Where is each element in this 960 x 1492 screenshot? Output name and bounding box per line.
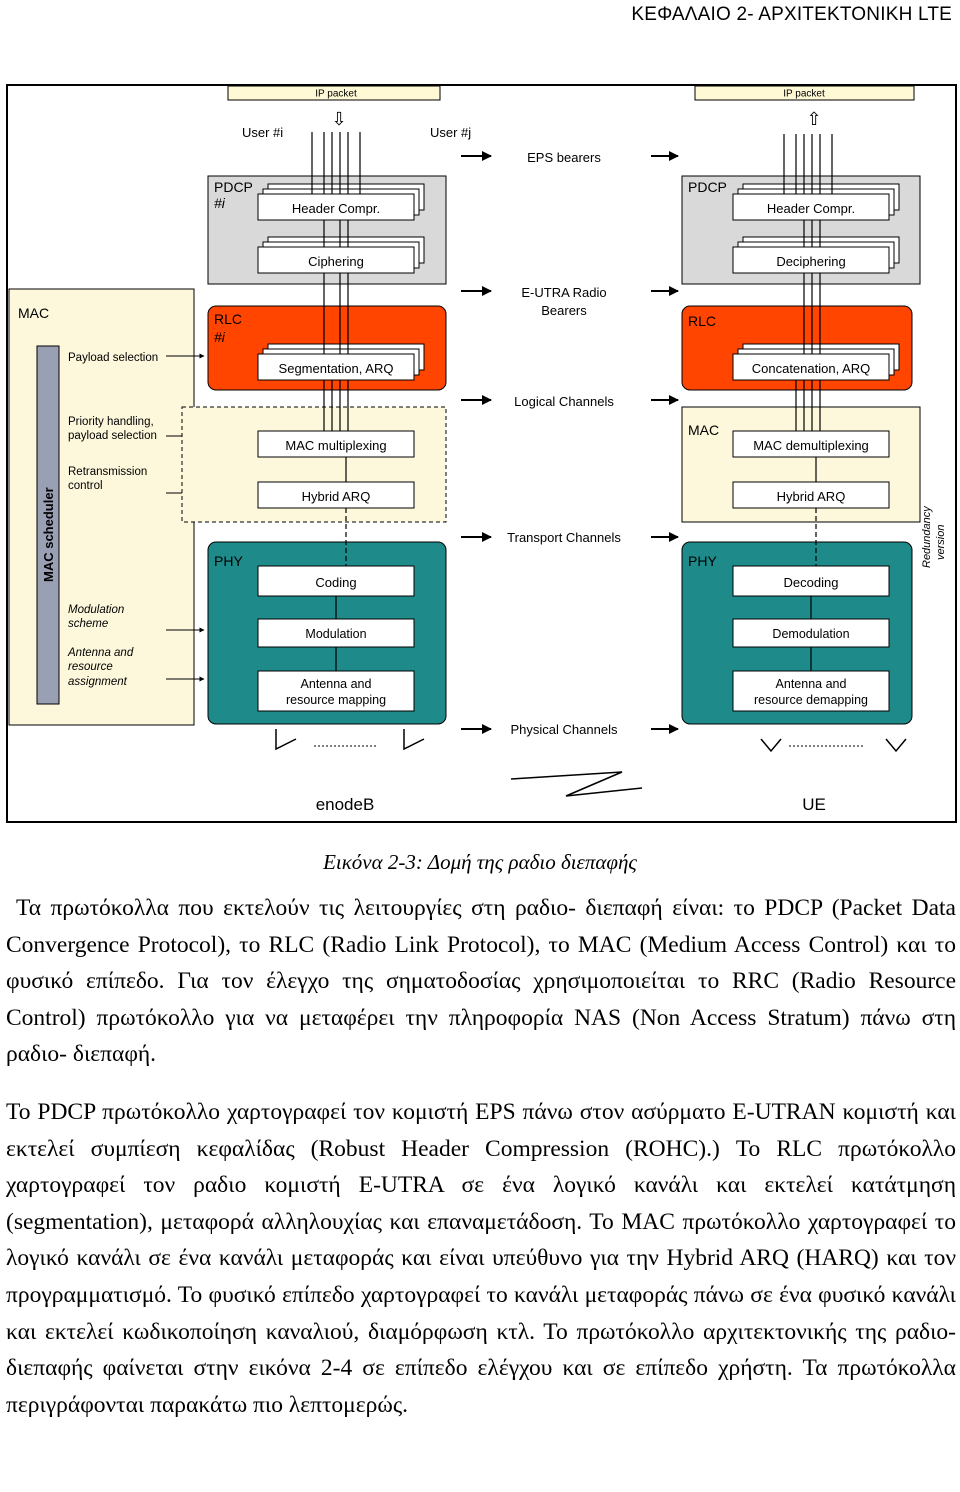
antenna-assignment-label-3: assignment (68, 676, 128, 688)
eps-bearers-label: EPS bearers (527, 150, 601, 165)
enb-coding: Coding (315, 575, 356, 590)
ue-decoding: Decoding (784, 575, 839, 590)
radio-interface-diagram: IP packet IP packet ⇩ ⇧ User #i User #j … (6, 84, 957, 823)
up-arrow-icon: ⇧ (806, 109, 821, 129)
enb-ciphering: Ciphering (308, 254, 364, 269)
enodeb-label: enodeB (316, 795, 375, 814)
ue-data-lines (783, 134, 833, 671)
ue-concatenation: Concatenation, ARQ (752, 361, 871, 376)
ue-pdcp-label: PDCP (688, 179, 727, 195)
ue-harq-box (732, 481, 890, 509)
enb-mac-mux-box (257, 430, 415, 458)
priority-label-1: Priority handling, (68, 416, 154, 428)
ue-mac-demux: MAC demultiplexing (753, 438, 869, 453)
ue-antenna-2: resource demapping (754, 693, 868, 707)
ue-phy-layer: PHY Decoding Demodulation Antenna and re… (681, 541, 913, 725)
enb-phy-label: PHY (214, 553, 243, 569)
ue-hybrid-arq: Hybrid ARQ (777, 489, 846, 504)
enb-antennas (275, 729, 425, 751)
eutra-label-1: E-UTRA Radio (521, 285, 606, 300)
ue-header-compr: Header Compr. (767, 201, 855, 216)
ue-rlc-label: RLC (688, 313, 716, 329)
paragraph-2: Το PDCP πρωτόκολλο χαρτογραφεί τον κομισ… (6, 1099, 956, 1418)
priority-label-2: payload selection (68, 430, 157, 442)
enb-rlc-num: #i (214, 329, 226, 345)
down-arrow-icon: ⇩ (331, 109, 346, 129)
redundancy-label-1: Redundancy (921, 505, 933, 568)
enb-harq-box (257, 481, 415, 509)
logical-channels-label: Logical Channels (514, 394, 614, 409)
ip-packet-tx-label: IP packet (315, 89, 357, 100)
mac-scheduler-bar (36, 345, 60, 705)
ip-packet-rx-label: IP packet (783, 89, 825, 100)
user-j-label: User #j (430, 125, 471, 140)
radio-link-icon (510, 771, 643, 797)
enb-hybrid-arq: Hybrid ARQ (302, 489, 371, 504)
mac-panel: MAC MAC scheduler Payload selection Prio… (8, 288, 205, 726)
ue-antennas (760, 738, 907, 753)
eutra-label-2: Bearers (541, 303, 587, 318)
enb-pdcp-label: PDCP (214, 179, 253, 195)
payload-selection-label: Payload selection (68, 352, 158, 364)
retransmission-label-1: Retransmission (68, 466, 147, 478)
enodeb-phy-layer: PHY Coding Modulation Antenna and resour… (207, 541, 447, 725)
ue-phy-label: PHY (688, 553, 717, 569)
enb-rlc-label: RLC (214, 311, 242, 327)
enodeb-pdcp-layer: PDCP #i Header Compr. Ciphering (207, 175, 447, 285)
enb-pdcp-num: #i (214, 195, 226, 211)
figure-caption: Εικόνα 2-3: Δομή της ραδιο διεπαφής (323, 850, 637, 874)
enb-header-compr: Header Compr. (292, 201, 380, 216)
enb-segmentation: Segmentation, ARQ (279, 361, 394, 376)
ip-packet-tx-box (227, 85, 441, 101)
retransmission-label-2: control (68, 480, 103, 492)
antenna-assignment-label-1: Antenna and (67, 647, 134, 659)
modulation-scheme-label-1: Modulation (68, 604, 124, 616)
ue-antenna-1: Antenna and (776, 677, 847, 691)
redundancy-label-2: version (935, 525, 947, 560)
modulation-scheme-label-2: scheme (68, 618, 108, 630)
paragraph-1: Τα πρωτόκολλα που εκτελούν τις λειτουργί… (6, 895, 956, 1068)
enb-data-lines (311, 132, 361, 671)
enb-modulation: Modulation (305, 627, 366, 641)
ue-deciphering: Deciphering (776, 254, 845, 269)
physical-channels-label: Physical Channels (511, 722, 618, 737)
mac-scheduler-label: MAC scheduler (41, 487, 56, 582)
enb-antenna-2: resource mapping (286, 693, 386, 707)
enodeb-rlc-layer: RLC #i Segmentation, ARQ (207, 305, 447, 391)
enb-antenna-1: Antenna and (301, 677, 372, 691)
ip-packet-rx-box (694, 85, 915, 101)
user-i-label: User #i (242, 125, 283, 140)
enb-mac-mux: MAC multiplexing (285, 438, 386, 453)
ue-label: UE (802, 795, 826, 814)
antenna-assignment-label-2: resource (68, 661, 113, 673)
ue-pdcp-layer: PDCP Header Compr. Deciphering (681, 175, 921, 285)
channel-labels: EPS bearers E-UTRA Radio Bearers Logical… (461, 150, 679, 737)
ue-mac-demux-box (732, 430, 890, 458)
mac-panel-title: MAC (18, 305, 49, 321)
ue-mac-label: MAC (688, 422, 719, 438)
radio-interface-figure: IP packet IP packet ⇩ ⇧ User #i User #j … (6, 84, 958, 824)
ue-demodulation: Demodulation (772, 627, 849, 641)
ue-rlc-layer: RLC Concatenation, ARQ (681, 305, 913, 391)
page-header: ΚΕΦΑΛΑΙΟ 2- ΑΡΧΙΤΕΚΤΟΝΙΚΗ LTE (631, 4, 952, 25)
transport-channels-label: Transport Channels (507, 530, 621, 545)
